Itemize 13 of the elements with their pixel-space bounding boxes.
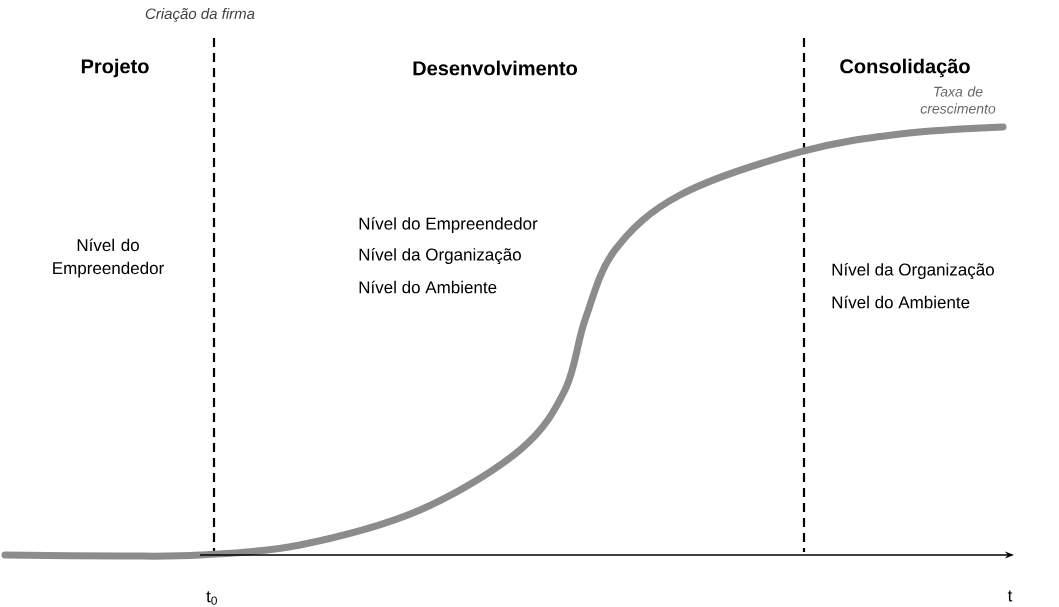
axis-label: t [1007, 590, 1013, 602]
level-text: Nível do Empreendedor [53, 238, 164, 278]
phase-heading: Desenvolvimento [413, 60, 577, 76]
level-text: Nível da Organização [832, 262, 994, 280]
phase-heading: Consolidação [840, 58, 970, 78]
level-text: Nível do Ambiente [359, 280, 497, 294]
curve-label: Taxa de crescimento [920, 86, 996, 114]
axis-label: t$_{0}$ [206, 591, 217, 605]
phase-heading: Projeto [81, 58, 149, 78]
level-text: Nível da Organização [359, 247, 521, 265]
level-text: Nível do Empreendedor [359, 216, 538, 233]
annotation-text: Criação da firma [145, 8, 255, 22]
level-text: Nível do Ambiente [832, 295, 970, 309]
